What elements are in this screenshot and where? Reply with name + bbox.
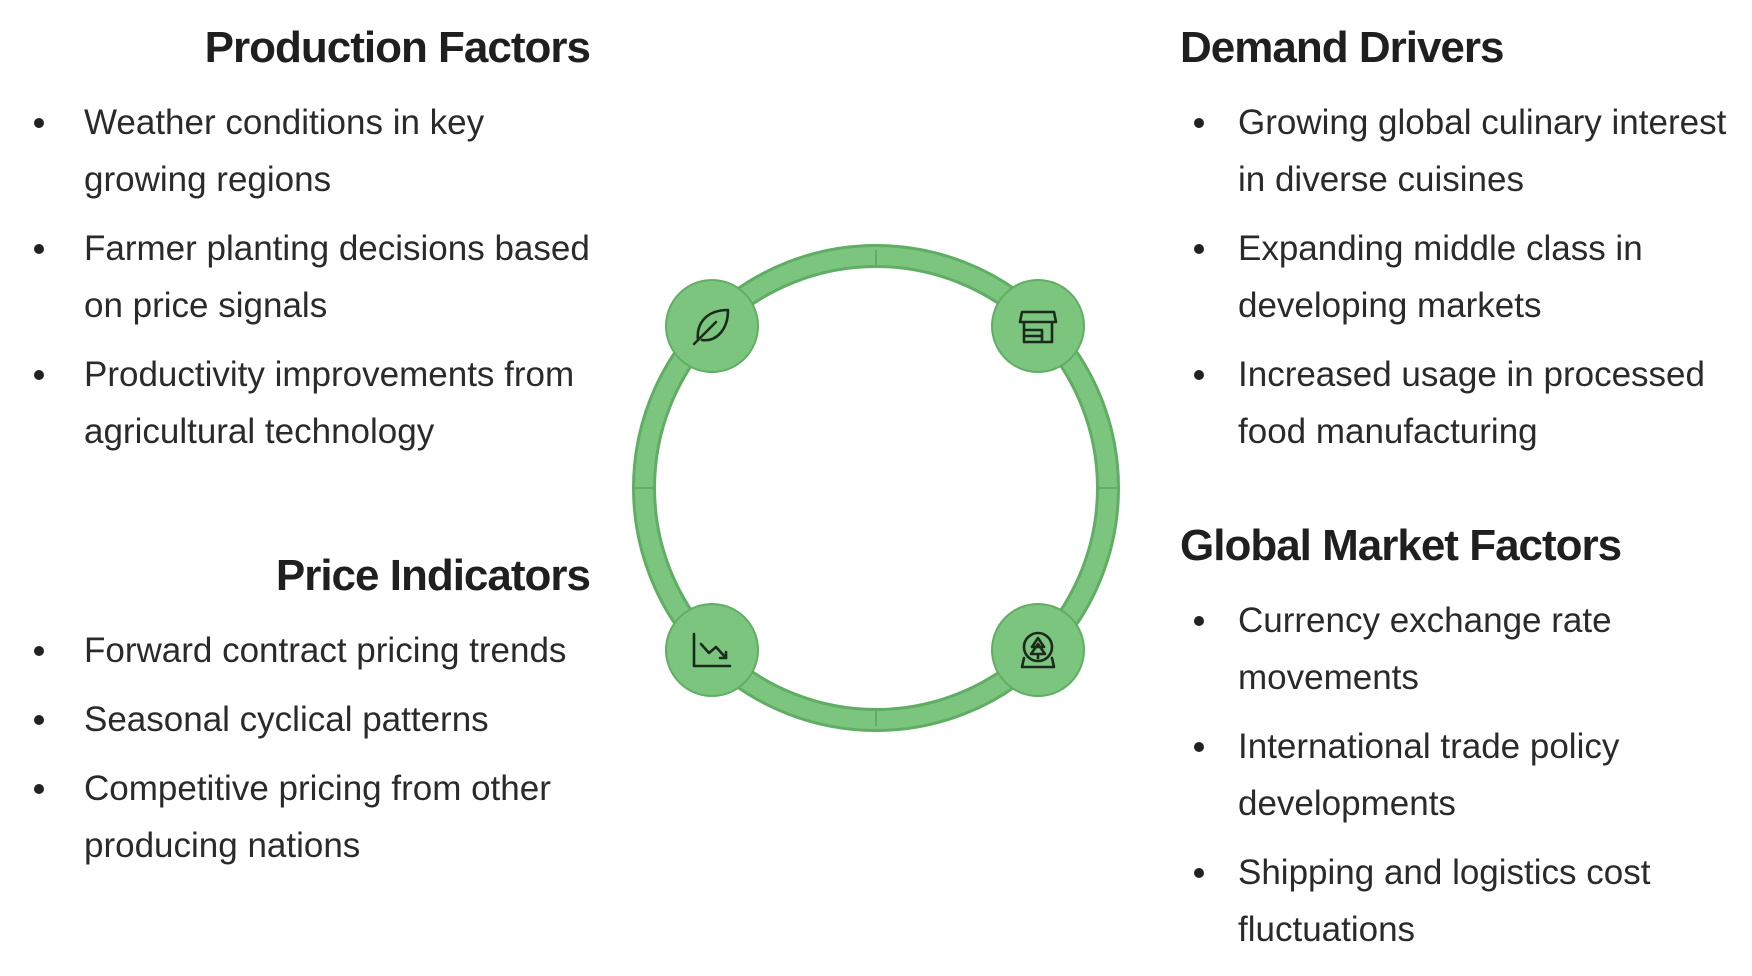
list-item: Growing global culinary interest in dive… — [1194, 94, 1752, 208]
list-item: Weather conditions in key growing region… — [34, 94, 590, 208]
production-node[interactable] — [665, 279, 759, 373]
price-indicators-title: Price Indicators — [275, 551, 591, 600]
list-item: Increased usage in processed food manufa… — [1194, 346, 1752, 460]
list-item: Seasonal cyclical patterns — [34, 691, 590, 748]
global-market-factors-section: Global Market Factors Currency exchange … — [1180, 520, 1752, 970]
list-item: Competitive pricing from other producing… — [34, 760, 590, 874]
demand-drivers-section: Demand Drivers Growing global culinary i… — [1180, 22, 1752, 472]
list-item: Expanding middle class in developing mar… — [1194, 220, 1752, 334]
demand-drivers-list: Growing global culinary interest in dive… — [1180, 94, 1752, 460]
production-factors-list: Weather conditions in key growing region… — [0, 94, 590, 460]
list-item: Productivity improvements from agricultu… — [34, 346, 590, 460]
list-item: International trade policy developments — [1194, 718, 1752, 832]
list-item: Farmer planting decisions based on price… — [34, 220, 590, 334]
production-factors-section: Production Factors Weather conditions in… — [0, 22, 591, 472]
price-indicators-section: Price Indicators Forward contract pricin… — [0, 550, 591, 886]
demand-node[interactable] — [991, 279, 1085, 373]
list-item: Currency exchange rate movements — [1194, 592, 1752, 706]
list-item: Shipping and logistics cost fluctuations — [1194, 844, 1752, 958]
list-item: Forward contract pricing trends — [34, 622, 590, 679]
leaf-icon — [692, 308, 730, 346]
price-node[interactable] — [665, 603, 759, 697]
chart-down-icon — [692, 632, 732, 668]
global-node[interactable] — [991, 603, 1085, 697]
storefront-icon — [1018, 310, 1058, 344]
demand-drivers-title: Demand Drivers — [1180, 23, 1504, 72]
price-indicators-list: Forward contract pricing trends Seasonal… — [0, 622, 590, 874]
node-circle — [991, 279, 1085, 373]
snow-globe-icon — [1020, 631, 1056, 669]
global-market-factors-list: Currency exchange rate movements Interna… — [1180, 592, 1752, 958]
global-market-factors-title: Global Market Factors — [1180, 521, 1622, 570]
production-factors-title: Production Factors — [204, 23, 591, 72]
node-circle — [991, 603, 1085, 697]
